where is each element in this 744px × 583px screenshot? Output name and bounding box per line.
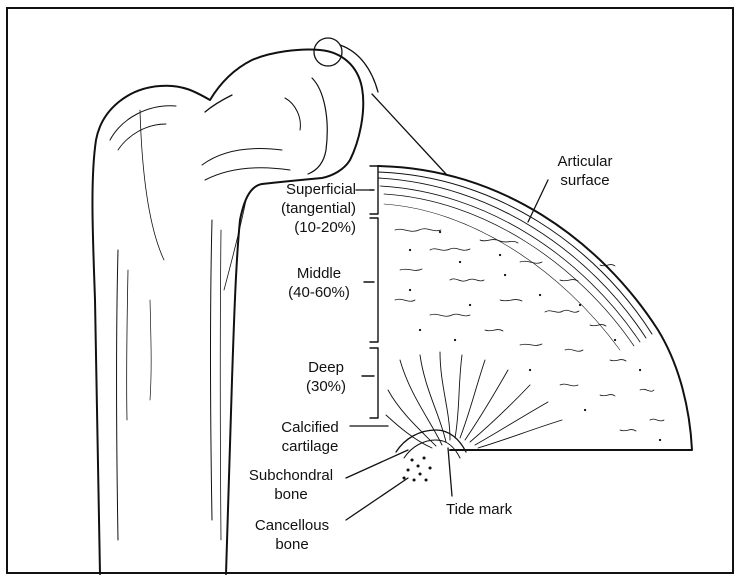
femur-neck-line (205, 95, 232, 112)
label-superficial-zone: Superficial (tangential) (10-20%) (236, 180, 356, 237)
label-subchondral-bone: Subchondral bone (236, 466, 346, 504)
middle-line-1: Middle (276, 264, 362, 283)
label-cancellous-bone: Cancellous bone (240, 516, 344, 554)
deep-line-1: Deep (290, 358, 362, 377)
label-deep-zone: Deep (30%) (290, 358, 362, 396)
calcified-line-2: cartilage (268, 437, 352, 456)
leader-subchondral (346, 450, 408, 478)
femoral-head-inner (308, 78, 327, 174)
bracket-middle (364, 218, 378, 342)
zoom-leader-bottom (372, 94, 446, 174)
subchondral-line-1: Subchondral (236, 466, 346, 485)
deep-line-2: (30%) (290, 377, 362, 396)
label-articular-surface: Articular surface (530, 152, 640, 190)
articular-line-1: Articular (530, 152, 640, 171)
subchondral-texture (404, 458, 430, 480)
leader-tide-mark (448, 448, 452, 496)
middle-line-2: (40-60%) (276, 283, 362, 302)
label-tide-mark: Tide mark (446, 500, 512, 519)
zoom-leader-top (340, 45, 378, 92)
superficial-line-1: Superficial (236, 180, 356, 199)
label-calcified-cartilage: Calcified cartilage (268, 418, 352, 456)
cancellous-line-1: Cancellous (240, 516, 344, 535)
subchondral-line-2: bone (236, 485, 346, 504)
bracket-deep (362, 348, 378, 418)
superficial-line-3: (10-20%) (236, 218, 356, 237)
articular-line-2: surface (530, 171, 640, 190)
superficial-line-2: (tangential) (236, 199, 356, 218)
cancellous-line-2: bone (240, 535, 344, 554)
label-middle-zone: Middle (40-60%) (276, 264, 362, 302)
bracket-superficial (370, 166, 378, 214)
calcified-line-1: Calcified (268, 418, 352, 437)
leader-cancellous (346, 478, 408, 520)
